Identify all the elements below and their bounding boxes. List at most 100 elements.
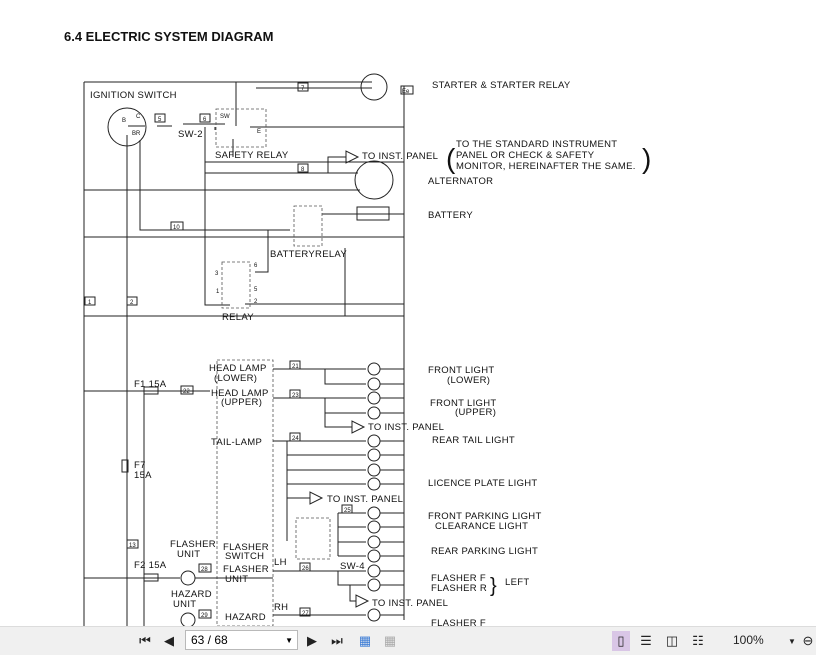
note-text: MONITOR, HEREINAFTER THE SAME. — [456, 161, 636, 172]
hazard-unit-symbol — [180, 612, 196, 626]
flasher-r-label: FLASHER R — [431, 583, 487, 594]
to-inst-panel-arrow — [355, 594, 370, 608]
page-number-input[interactable]: 63 / 68 ▼ — [185, 630, 298, 650]
double-left-arrow-icon: ⏮ — [139, 633, 151, 648]
wire-number-box — [297, 163, 309, 173]
lamp-icon — [367, 448, 381, 462]
wire-number-box — [299, 607, 311, 617]
front-parking-light-label: FRONT PARKING LIGHT — [428, 511, 542, 522]
page-back-icon: ▦ — [358, 633, 372, 648]
wire-number: 2 — [130, 300, 134, 306]
first-page-button[interactable]: ⏮ — [137, 631, 153, 651]
wire-number-box — [180, 385, 194, 395]
lamp-icon — [367, 463, 381, 477]
left-label: LEFT — [505, 577, 529, 588]
wire-number-box — [199, 113, 211, 123]
alternator-label: ALTERNATOR — [428, 176, 493, 187]
flasher-switch-label: SWITCH — [225, 551, 264, 562]
to-inst-panel-label: TO INST. PANEL — [327, 494, 403, 505]
terminal-label: 1 — [216, 289, 220, 295]
page-value: 63 / 68 — [191, 633, 228, 647]
hazard-unit-label: HAZARD — [171, 589, 212, 600]
wire-number: 13 — [129, 543, 136, 549]
wire-number-box — [289, 432, 301, 442]
note-text: TO THE STANDARD INSTRUMENT — [456, 139, 617, 150]
head-lamp-upper-label: HEAD LAMP — [211, 388, 269, 399]
fuse-f7 — [121, 459, 129, 473]
pdf-page: 6.4 ELECTRIC SYSTEM DIAGRAM IGNITION SWI… — [64, 29, 652, 626]
terminal-label: 3 — [215, 271, 219, 277]
terminal-label: 2 — [254, 299, 258, 305]
wire-number-box — [198, 563, 212, 573]
go-back-view-button[interactable]: ▦ — [356, 631, 374, 651]
to-inst-panel-label: TO INST. PANEL — [362, 151, 438, 162]
fuse-f1 — [143, 386, 159, 395]
front-light-lower-label: FRONT LIGHT — [428, 365, 494, 376]
next-page-button[interactable]: ▶ — [305, 631, 319, 651]
last-page-button[interactable]: ⏭ — [329, 631, 345, 651]
fuse-f2 — [143, 573, 159, 582]
zoom-level[interactable]: 100% — [733, 633, 764, 647]
tail-lamp-label: TAIL-LAMP — [211, 437, 262, 448]
lamp-group — [367, 362, 404, 622]
safety-relay-box — [215, 108, 267, 148]
starter-label: STARTER & STARTER RELAY — [432, 80, 571, 91]
sw4-label: SW-4 — [340, 561, 365, 572]
lamp-icon — [367, 391, 381, 405]
flasher-unit-label: UNIT — [177, 549, 200, 560]
chevron-down-icon[interactable]: ▼ — [285, 635, 293, 645]
battery-relay-label: BATTERYRELAY — [270, 249, 347, 260]
safety-relay-label: SAFETY RELAY — [215, 150, 289, 161]
fuse-label: F7 — [134, 460, 146, 471]
terminal-label: 5 — [254, 287, 258, 293]
single-page-icon: ▯ — [617, 633, 625, 648]
continuous-facing-view-button[interactable]: ☷ — [689, 631, 707, 651]
lamp-icon — [367, 362, 381, 376]
wire-number-box — [126, 539, 139, 549]
lamp-icon — [367, 549, 381, 563]
light-switch-box — [216, 359, 274, 626]
section-title: 6.4 ELECTRIC SYSTEM DIAGRAM — [64, 29, 273, 44]
wire-number-box — [126, 296, 138, 306]
hazard-unit-label: UNIT — [173, 599, 196, 610]
wire-number: 6 — [203, 117, 207, 123]
electric-system-diagram: 6.4 ELECTRIC SYSTEM DIAGRAM IGNITION SWI… — [64, 29, 651, 626]
zoom-out-button[interactable]: ⊖ — [800, 631, 816, 651]
pdf-toolbar: ⏮ ◀ 63 / 68 ▼ ▶ ⏭ ▦ ▦ ▯ ☰ ◫ ☷ 100% ▼ ⊖ — [0, 626, 816, 655]
zoom-dropdown[interactable]: ▼ — [788, 631, 796, 651]
brace: ( — [446, 143, 456, 174]
lamp-icon — [367, 377, 381, 391]
wire-number: 21 — [292, 364, 299, 370]
wire-number-box — [289, 360, 301, 370]
wire-number: 27 — [302, 611, 309, 617]
wire — [126, 123, 290, 626]
wire-number-box — [297, 82, 309, 92]
terminal-label: B — [122, 118, 126, 124]
relay-box — [221, 261, 251, 309]
continuous-view-button[interactable]: ☰ — [637, 631, 655, 651]
clearance-light-label: CLEARANCE LIGHT — [435, 521, 528, 532]
facing-view-button[interactable]: ◫ — [663, 631, 681, 651]
go-forward-view-button[interactable]: ▦ — [381, 631, 399, 651]
brace: ) — [642, 143, 651, 174]
wire-number: 29 — [201, 613, 208, 619]
lamp-icon — [367, 406, 381, 420]
to-inst-panel-arrow — [351, 420, 366, 434]
wire-number: 7 — [301, 86, 305, 92]
single-page-view-button[interactable]: ▯ — [612, 631, 630, 651]
relay-label: RELAY — [222, 312, 254, 323]
hazard-label: HAZARD — [225, 612, 266, 623]
rh-label: RH — [274, 602, 288, 613]
lamp-icon — [367, 564, 381, 578]
wire-number-box — [299, 562, 311, 572]
licence-plate-light-label: LICENCE PLATE LIGHT — [428, 478, 538, 489]
fuse-label: 15A — [134, 470, 152, 481]
prev-page-button[interactable]: ◀ — [162, 631, 176, 651]
facing-pages-icon: ◫ — [665, 633, 679, 648]
wire-number: 1 — [88, 300, 92, 306]
flasher-switch-label: FLASHER — [223, 542, 269, 553]
wire-number: 26 — [302, 566, 309, 572]
lamp-icon — [367, 506, 381, 520]
starter-symbol — [360, 73, 388, 101]
continuous-facing-icon: ☷ — [692, 633, 704, 648]
